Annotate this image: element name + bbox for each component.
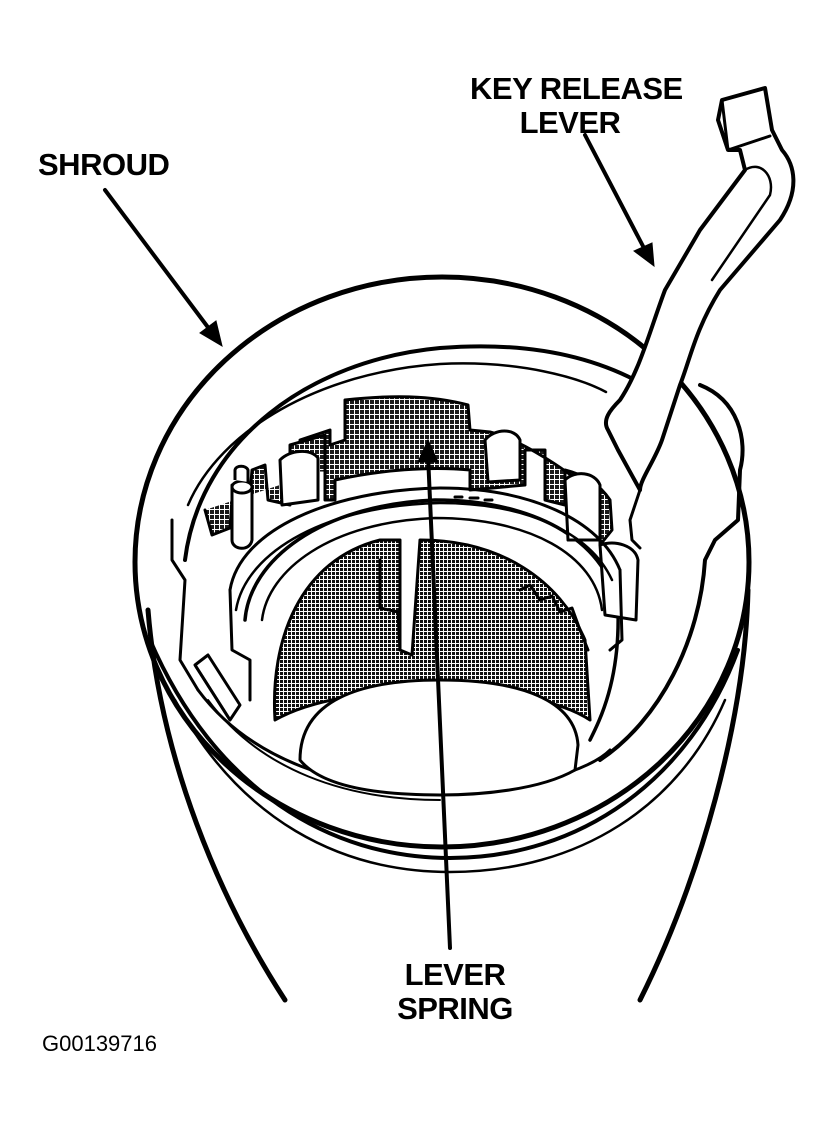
key-release-lever-label-line2: LEVER xyxy=(519,105,621,140)
leader-lines xyxy=(103,133,655,950)
shroud-cylinder xyxy=(132,274,752,1003)
key-release-lever-drawing xyxy=(603,86,796,550)
shroud-label: SHROUD xyxy=(38,147,170,182)
key-release-lever-leader xyxy=(583,133,647,252)
retaining-tab xyxy=(193,653,242,722)
guide-pin xyxy=(230,464,254,550)
shroud-leader xyxy=(103,188,212,332)
key-release-lever-label: KEY RELEASE LEVER xyxy=(470,71,683,140)
lever-spring-label-line1: LEVER xyxy=(404,957,506,992)
lever-spring-label-line2: SPRING xyxy=(397,991,513,1026)
lever-spring-leader xyxy=(426,453,452,950)
lever-spring-label: LEVER SPRING xyxy=(390,958,520,1026)
key-release-lever-label-line1: KEY RELEASE xyxy=(470,71,683,106)
figure-id: G00139716 xyxy=(42,1031,157,1056)
castellated-ring xyxy=(203,395,640,702)
